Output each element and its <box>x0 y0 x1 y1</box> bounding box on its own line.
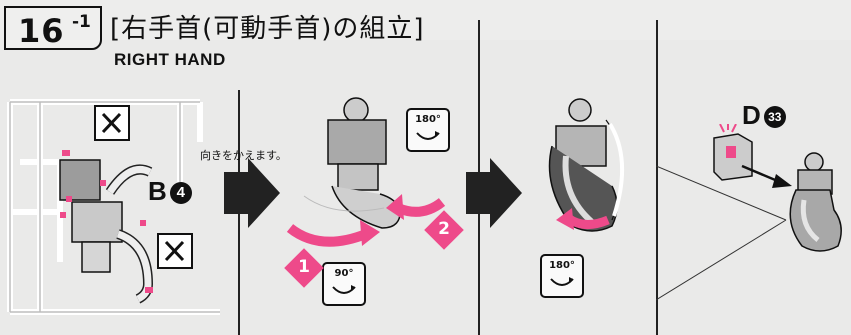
rotate-arrow-icon-3 <box>556 208 610 230</box>
rotation-value: 90° <box>334 268 354 279</box>
hand-illustration-rotated <box>548 98 624 232</box>
step-marker-text: 1 <box>298 257 310 277</box>
step-marker-1: 1 <box>284 248 324 288</box>
step-arrow-icon-2 <box>466 158 522 228</box>
zoom-callout-lines <box>656 165 787 301</box>
hand-illustration-rotate <box>303 97 401 229</box>
step-marker-text: 2 <box>438 219 450 239</box>
part-d33-illustration <box>713 124 753 181</box>
nipper-icon <box>94 105 130 141</box>
step-sub-number: -1 <box>72 12 91 32</box>
runner-frame-illustration <box>7 99 220 315</box>
page-title-japanese: [右手首(可動手首)の組立] <box>110 14 425 44</box>
rotation-180-icon: 180° <box>406 108 450 152</box>
rotate-arrow-icon-2 <box>386 194 446 220</box>
step-number-box: 16 -1 <box>4 6 102 50</box>
insert-arrow-icon <box>741 164 792 188</box>
header-band <box>0 0 851 40</box>
step-number: 16 <box>18 12 65 50</box>
part-letter-d: D <box>742 100 761 130</box>
panel-divider-3 <box>656 20 658 335</box>
rotate-arrow-icon <box>286 220 380 247</box>
rotation-180-icon-2: 180° <box>540 254 584 298</box>
rotation-90-icon: 90° <box>322 262 366 306</box>
rotation-value: 180° <box>549 260 575 271</box>
step-arrow-icon <box>224 158 280 228</box>
instruction-note: 向きをかえます。 <box>200 149 287 162</box>
part-number-b: 4 <box>169 182 192 205</box>
part-number-d: 33 <box>763 106 786 129</box>
hand-part-on-runner <box>59 159 154 304</box>
rotation-value: 180° <box>415 114 441 125</box>
page-title-english: RIGHT HAND <box>114 50 226 69</box>
part-letter-b: B <box>148 176 167 206</box>
hand-illustration-final <box>789 152 842 252</box>
step-marker-2: 2 <box>424 210 464 250</box>
